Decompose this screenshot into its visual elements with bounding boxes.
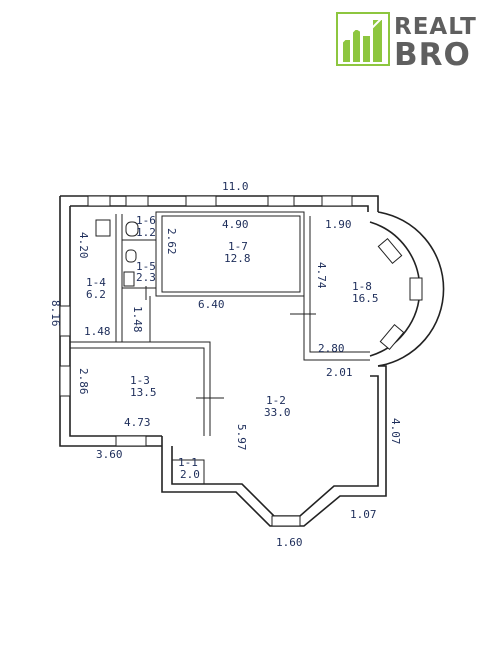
dim-4-20: 4.20 — [77, 232, 90, 259]
dim-2-01: 2.01 — [326, 366, 353, 379]
room-1-5-area: 2.3 — [136, 271, 156, 284]
logo-word-realt: REALT — [394, 14, 477, 40]
building-bars-icon — [336, 12, 390, 66]
dim-1-48-v: 1.48 — [131, 306, 144, 333]
room-1-1-label: 1-1 — [178, 456, 198, 469]
dim-1-60: 1.60 — [276, 536, 303, 549]
dim-2-80: 2.80 — [318, 342, 345, 355]
dim-6-40: 6.40 — [198, 298, 225, 311]
dim-4-73: 4.73 — [124, 416, 151, 429]
sanitary-fixtures — [95, 219, 139, 287]
room-1-4-label: 1-4 — [86, 276, 106, 289]
dim-2-86: 2.86 — [77, 368, 90, 395]
dim-5-97: 5.97 — [235, 424, 248, 451]
room-1-8-label: 1-8 — [352, 280, 372, 293]
room-1-3-label: 1-3 — [130, 374, 150, 387]
dim-1-48-h: 1.48 — [84, 325, 111, 338]
room-1-2-area: 33.0 — [264, 406, 291, 419]
dimension-labels: 11.0 8.16 4.20 1.48 1.48 2.62 4.90 6.40 … — [49, 180, 402, 549]
dim-4-74: 4.74 — [315, 262, 328, 289]
room-labels: 1-1 2.0 1-2 33.0 1-3 13.5 1-4 6.2 1-5 2.… — [86, 214, 379, 481]
room-1-1-area: 2.0 — [180, 468, 200, 481]
brand-logo: REALT BRO — [336, 12, 496, 73]
room-1-6-area: 1.2 — [136, 226, 156, 239]
logo-word-bro: BRO — [394, 37, 471, 73]
dimension-ticks — [145, 286, 316, 406]
room-1-3-area: 13.5 — [130, 386, 157, 399]
dim-4-90: 4.90 — [222, 218, 249, 231]
windows — [59, 195, 423, 527]
room-1-6-label: 1-6 — [136, 214, 156, 227]
dim-left-total: 8.16 — [49, 300, 62, 327]
room-1-7-label: 1-7 — [228, 240, 248, 253]
room-1-5-label: 1-5 — [136, 260, 156, 273]
room-1-2-label: 1-2 — [266, 394, 286, 407]
room-1-4-area: 6.2 — [86, 288, 106, 301]
dim-1-90: 1.90 — [325, 218, 352, 231]
dim-1-07: 1.07 — [350, 508, 377, 521]
room-1-7-area: 12.8 — [224, 252, 251, 265]
dim-4-07: 4.07 — [389, 418, 402, 445]
dim-top-total: 11.0 — [222, 180, 249, 193]
dim-2-62: 2.62 — [165, 228, 178, 255]
room-1-8-area: 16.5 — [352, 292, 379, 305]
dim-3-60: 3.60 — [96, 448, 123, 461]
